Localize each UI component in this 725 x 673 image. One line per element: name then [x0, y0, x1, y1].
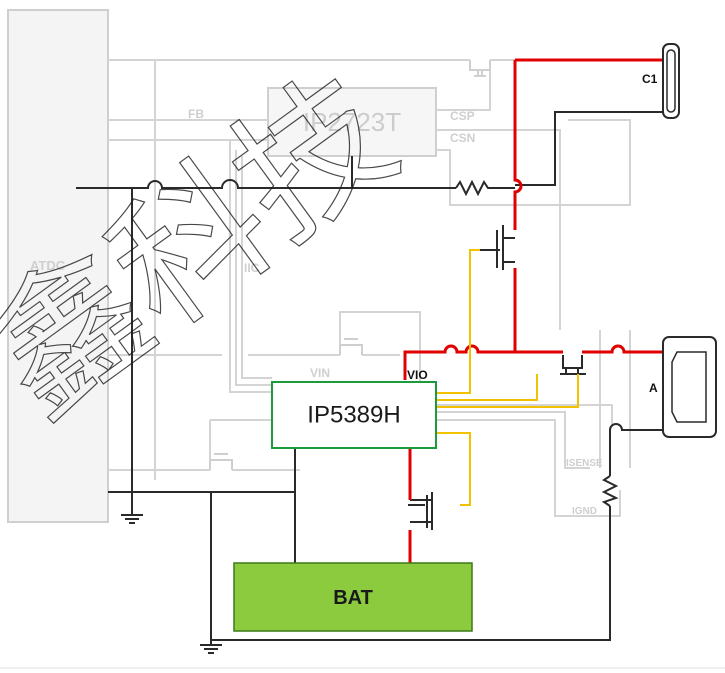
resistors: [455, 179, 619, 507]
faded-background-wiring: [7, 9, 631, 523]
ip5389h-chip: IP5389H: [271, 381, 437, 449]
usb-a-port: [662, 336, 717, 438]
faded-net-labels: FB CSP CSN IIC VIN ATDC ISENSE IGND: [30, 107, 603, 517]
battery-label: BAT: [333, 587, 373, 609]
signal-wiring: [76, 111, 663, 645]
control-wiring: [436, 249, 579, 506]
usb-c-port-c1: [662, 43, 680, 119]
net-label-csn: CSN: [450, 131, 475, 145]
ground-symbols: [121, 514, 222, 654]
net-label-vin: VIN: [310, 366, 330, 380]
faded-mosfets: [209, 60, 491, 470]
net-label-csp: CSP: [450, 109, 475, 123]
sense-resistor-top: [455, 179, 515, 197]
ip5389h-label: IP5389H: [307, 402, 400, 429]
net-label-vio: VIO: [407, 368, 428, 382]
ground-symbol-left: [121, 514, 143, 524]
net-label-atdc: ATDC: [30, 258, 66, 273]
net-label-iic: IIC: [244, 261, 260, 275]
ground-symbol-bottom: [200, 644, 222, 654]
port-label-a: A: [649, 381, 658, 395]
sense-resistor-port-a: [601, 475, 619, 507]
net-label-isense: ISENSE: [566, 458, 603, 469]
ip2723t-label: IP2723T: [303, 107, 401, 137]
net-label-ignd: IGND: [572, 506, 597, 517]
battery-block: BAT: [233, 562, 473, 632]
net-label-fb: FB: [188, 107, 204, 121]
port-label-c1: C1: [642, 72, 658, 86]
faded-ip2723t-chip: [267, 87, 437, 157]
faded-left-controller-block: [7, 9, 109, 523]
power-wiring: [403, 58, 663, 563]
